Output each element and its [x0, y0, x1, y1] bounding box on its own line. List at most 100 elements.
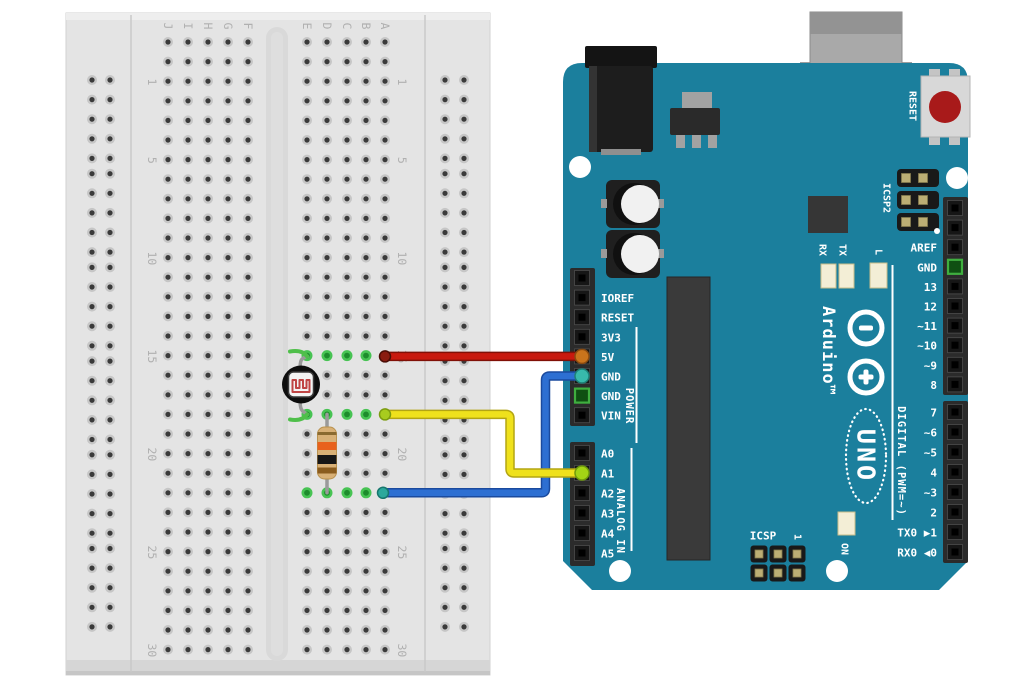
breadboard-hole[interactable] — [242, 350, 253, 361]
breadboard-hole[interactable] — [322, 644, 333, 655]
breadboard-hole[interactable] — [242, 115, 253, 126]
breadboard-hole[interactable] — [322, 193, 333, 204]
breadboard-hole[interactable] — [342, 56, 353, 67]
power-rail-hole[interactable] — [459, 563, 470, 574]
pin-a2[interactable] — [574, 485, 590, 501]
breadboard-hole[interactable] — [182, 625, 193, 636]
breadboard-hole[interactable] — [162, 429, 173, 440]
power-rail-hole[interactable] — [86, 247, 97, 258]
breadboard-hole[interactable] — [202, 644, 213, 655]
power-rail-hole[interactable] — [459, 227, 470, 238]
power-rail-hole[interactable] — [440, 94, 451, 105]
breadboard-hole[interactable] — [202, 605, 213, 616]
breadboard-hole[interactable] — [242, 507, 253, 518]
power-rail-hole[interactable] — [459, 395, 470, 406]
breadboard-hole[interactable] — [361, 370, 372, 381]
breadboard-hole[interactable] — [242, 291, 253, 302]
breadboard-hole[interactable] — [302, 429, 313, 440]
breadboard-hole[interactable] — [202, 252, 213, 263]
power-rail-hole[interactable] — [86, 375, 97, 386]
breadboard-hole[interactable] — [361, 644, 372, 655]
breadboard-hole[interactable] — [202, 272, 213, 283]
power-rail-hole[interactable] — [440, 74, 451, 85]
breadboard-hole[interactable] — [182, 644, 193, 655]
icsp2-pin[interactable] — [901, 173, 911, 183]
breadboard-hole[interactable] — [302, 311, 313, 322]
photoresistor[interactable] — [282, 349, 320, 422]
pin-8[interactable] — [947, 376, 963, 393]
power-rail-hole[interactable] — [104, 247, 115, 258]
breadboard-hole[interactable] — [242, 37, 253, 48]
breadboard-hole[interactable] — [342, 468, 353, 479]
breadboard-hole[interactable] — [182, 566, 193, 577]
breadboard-hole[interactable] — [222, 311, 233, 322]
breadboard-hole[interactable] — [380, 272, 391, 283]
breadboard-hole[interactable] — [182, 311, 193, 322]
breadboard-hole[interactable] — [242, 134, 253, 145]
breadboard-hole[interactable] — [302, 37, 313, 48]
breadboard-hole[interactable] — [322, 154, 333, 165]
breadboard-hole[interactable] — [202, 370, 213, 381]
power-rail-hole[interactable] — [86, 301, 97, 312]
breadboard-hole[interactable] — [380, 331, 391, 342]
power-rail-hole[interactable] — [86, 582, 97, 593]
breadboard-hole[interactable] — [361, 625, 372, 636]
pin-11[interactable] — [947, 317, 963, 334]
power-rail-hole[interactable] — [104, 168, 115, 179]
breadboard-hole[interactable] — [202, 448, 213, 459]
breadboard-hole[interactable] — [302, 232, 313, 243]
breadboard-hole[interactable] — [182, 605, 193, 616]
breadboard-hole[interactable] — [182, 487, 193, 498]
pin-tx0-1[interactable] — [947, 524, 963, 540]
connected-hole[interactable] — [321, 350, 333, 362]
breadboard-hole[interactable] — [380, 546, 391, 557]
breadboard-hole[interactable] — [342, 272, 353, 283]
breadboard-hole[interactable] — [242, 154, 253, 165]
breadboard-hole[interactable] — [380, 448, 391, 459]
breadboard-hole[interactable] — [380, 213, 391, 224]
power-rail-hole[interactable] — [440, 153, 451, 164]
breadboard-hole[interactable] — [380, 311, 391, 322]
breadboard-hole[interactable] — [222, 213, 233, 224]
breadboard-hole[interactable] — [342, 252, 353, 263]
breadboard-hole[interactable] — [182, 252, 193, 263]
breadboard-hole[interactable] — [222, 448, 233, 459]
red-wire-end-5v[interactable] — [574, 348, 590, 365]
breadboard-hole[interactable] — [322, 331, 333, 342]
breadboard-hole[interactable] — [222, 507, 233, 518]
breadboard-hole[interactable] — [242, 566, 253, 577]
breadboard-hole[interactable] — [242, 95, 253, 106]
power-rail-hole[interactable] — [440, 434, 451, 445]
breadboard-hole[interactable] — [322, 291, 333, 302]
power-rail-hole[interactable] — [459, 301, 470, 312]
breadboard-hole[interactable] — [361, 605, 372, 616]
breadboard-hole[interactable] — [242, 174, 253, 185]
breadboard-hole[interactable] — [242, 213, 253, 224]
breadboard-hole[interactable] — [302, 252, 313, 263]
power-rail-hole[interactable] — [86, 282, 97, 293]
breadboard-hole[interactable] — [322, 507, 333, 518]
breadboard-hole[interactable] — [342, 448, 353, 459]
pin-7[interactable] — [947, 404, 963, 420]
power-rail-hole[interactable] — [459, 602, 470, 613]
power-rail-hole[interactable] — [104, 282, 115, 293]
pin-6[interactable] — [947, 424, 963, 440]
breadboard-hole[interactable] — [222, 487, 233, 498]
power-rail-hole[interactable] — [104, 582, 115, 593]
resistor-body[interactable] — [317, 426, 337, 480]
power-rail-hole[interactable] — [440, 563, 451, 574]
pcb-body[interactable] — [563, 63, 968, 590]
icsp-pin[interactable] — [773, 549, 783, 559]
power-rail-hole[interactable] — [440, 508, 451, 519]
breadboard-hole[interactable] — [182, 350, 193, 361]
connected-hole[interactable] — [360, 487, 372, 499]
breadboard-hole[interactable] — [380, 252, 391, 263]
icsp-header[interactable] — [750, 545, 806, 582]
icsp2-pin[interactable] — [918, 195, 928, 205]
breadboard-hole[interactable] — [202, 350, 213, 361]
breadboard-hole[interactable] — [242, 585, 253, 596]
breadboard-hole[interactable] — [182, 232, 193, 243]
breadboard-hole[interactable] — [222, 331, 233, 342]
power-rail-hole[interactable] — [459, 262, 470, 273]
breadboard-hole[interactable] — [322, 585, 333, 596]
